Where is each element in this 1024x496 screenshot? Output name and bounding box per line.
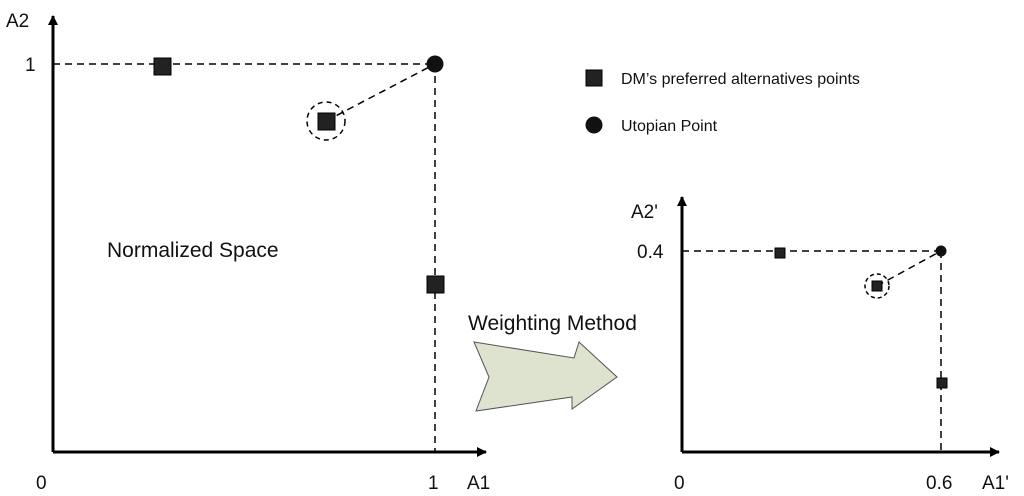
left-dashed-connector xyxy=(325,63,436,122)
left-x-tick: 1 xyxy=(428,473,439,494)
legend: DM’s preferred alternatives points Utopi… xyxy=(585,69,860,135)
left-alt-point-1 xyxy=(153,57,172,76)
left-highlight-circle xyxy=(306,101,346,141)
weighting-arrow-shape xyxy=(473,341,618,412)
right-origin-label: 0 xyxy=(674,473,685,494)
left-alt-point-3 xyxy=(426,275,445,294)
right-y-tick: 0.4 xyxy=(637,242,664,263)
right-plot: A2' 0.4 0 0.6 A1' xyxy=(631,196,1009,494)
space-label: Normalized Space xyxy=(107,239,279,262)
right-highlight-circle xyxy=(864,273,890,299)
left-y-tick: 1 xyxy=(25,55,36,76)
right-utopian-point xyxy=(935,245,947,257)
transform-label: Weighting Method xyxy=(468,312,637,335)
left-alt-point-2 xyxy=(317,112,336,131)
right-alt-point-2 xyxy=(871,280,883,292)
left-origin-label: 0 xyxy=(36,473,47,494)
right-dashed-connector xyxy=(876,250,942,287)
left-plot: A2 1 0 1 A1 Normalized Space xyxy=(6,11,490,494)
right-y-axis-label: A2' xyxy=(631,202,658,223)
right-x-axis-label: A1' xyxy=(982,473,1009,494)
left-x-axis-label: A1 xyxy=(467,473,490,494)
left-utopian-point xyxy=(426,55,444,73)
right-alt-point-1 xyxy=(774,247,786,259)
legend-square-label: DM’s preferred alternatives points xyxy=(621,71,860,88)
right-alt-point-3 xyxy=(936,377,948,389)
legend-square-icon xyxy=(585,69,603,87)
left-y-axis-label: A2 xyxy=(6,11,29,32)
legend-circle-icon xyxy=(585,116,603,134)
right-x-tick: 0.6 xyxy=(926,473,952,494)
legend-circle-label: Utopian Point xyxy=(621,118,718,135)
transform-arrow: Weighting Method xyxy=(468,312,637,412)
